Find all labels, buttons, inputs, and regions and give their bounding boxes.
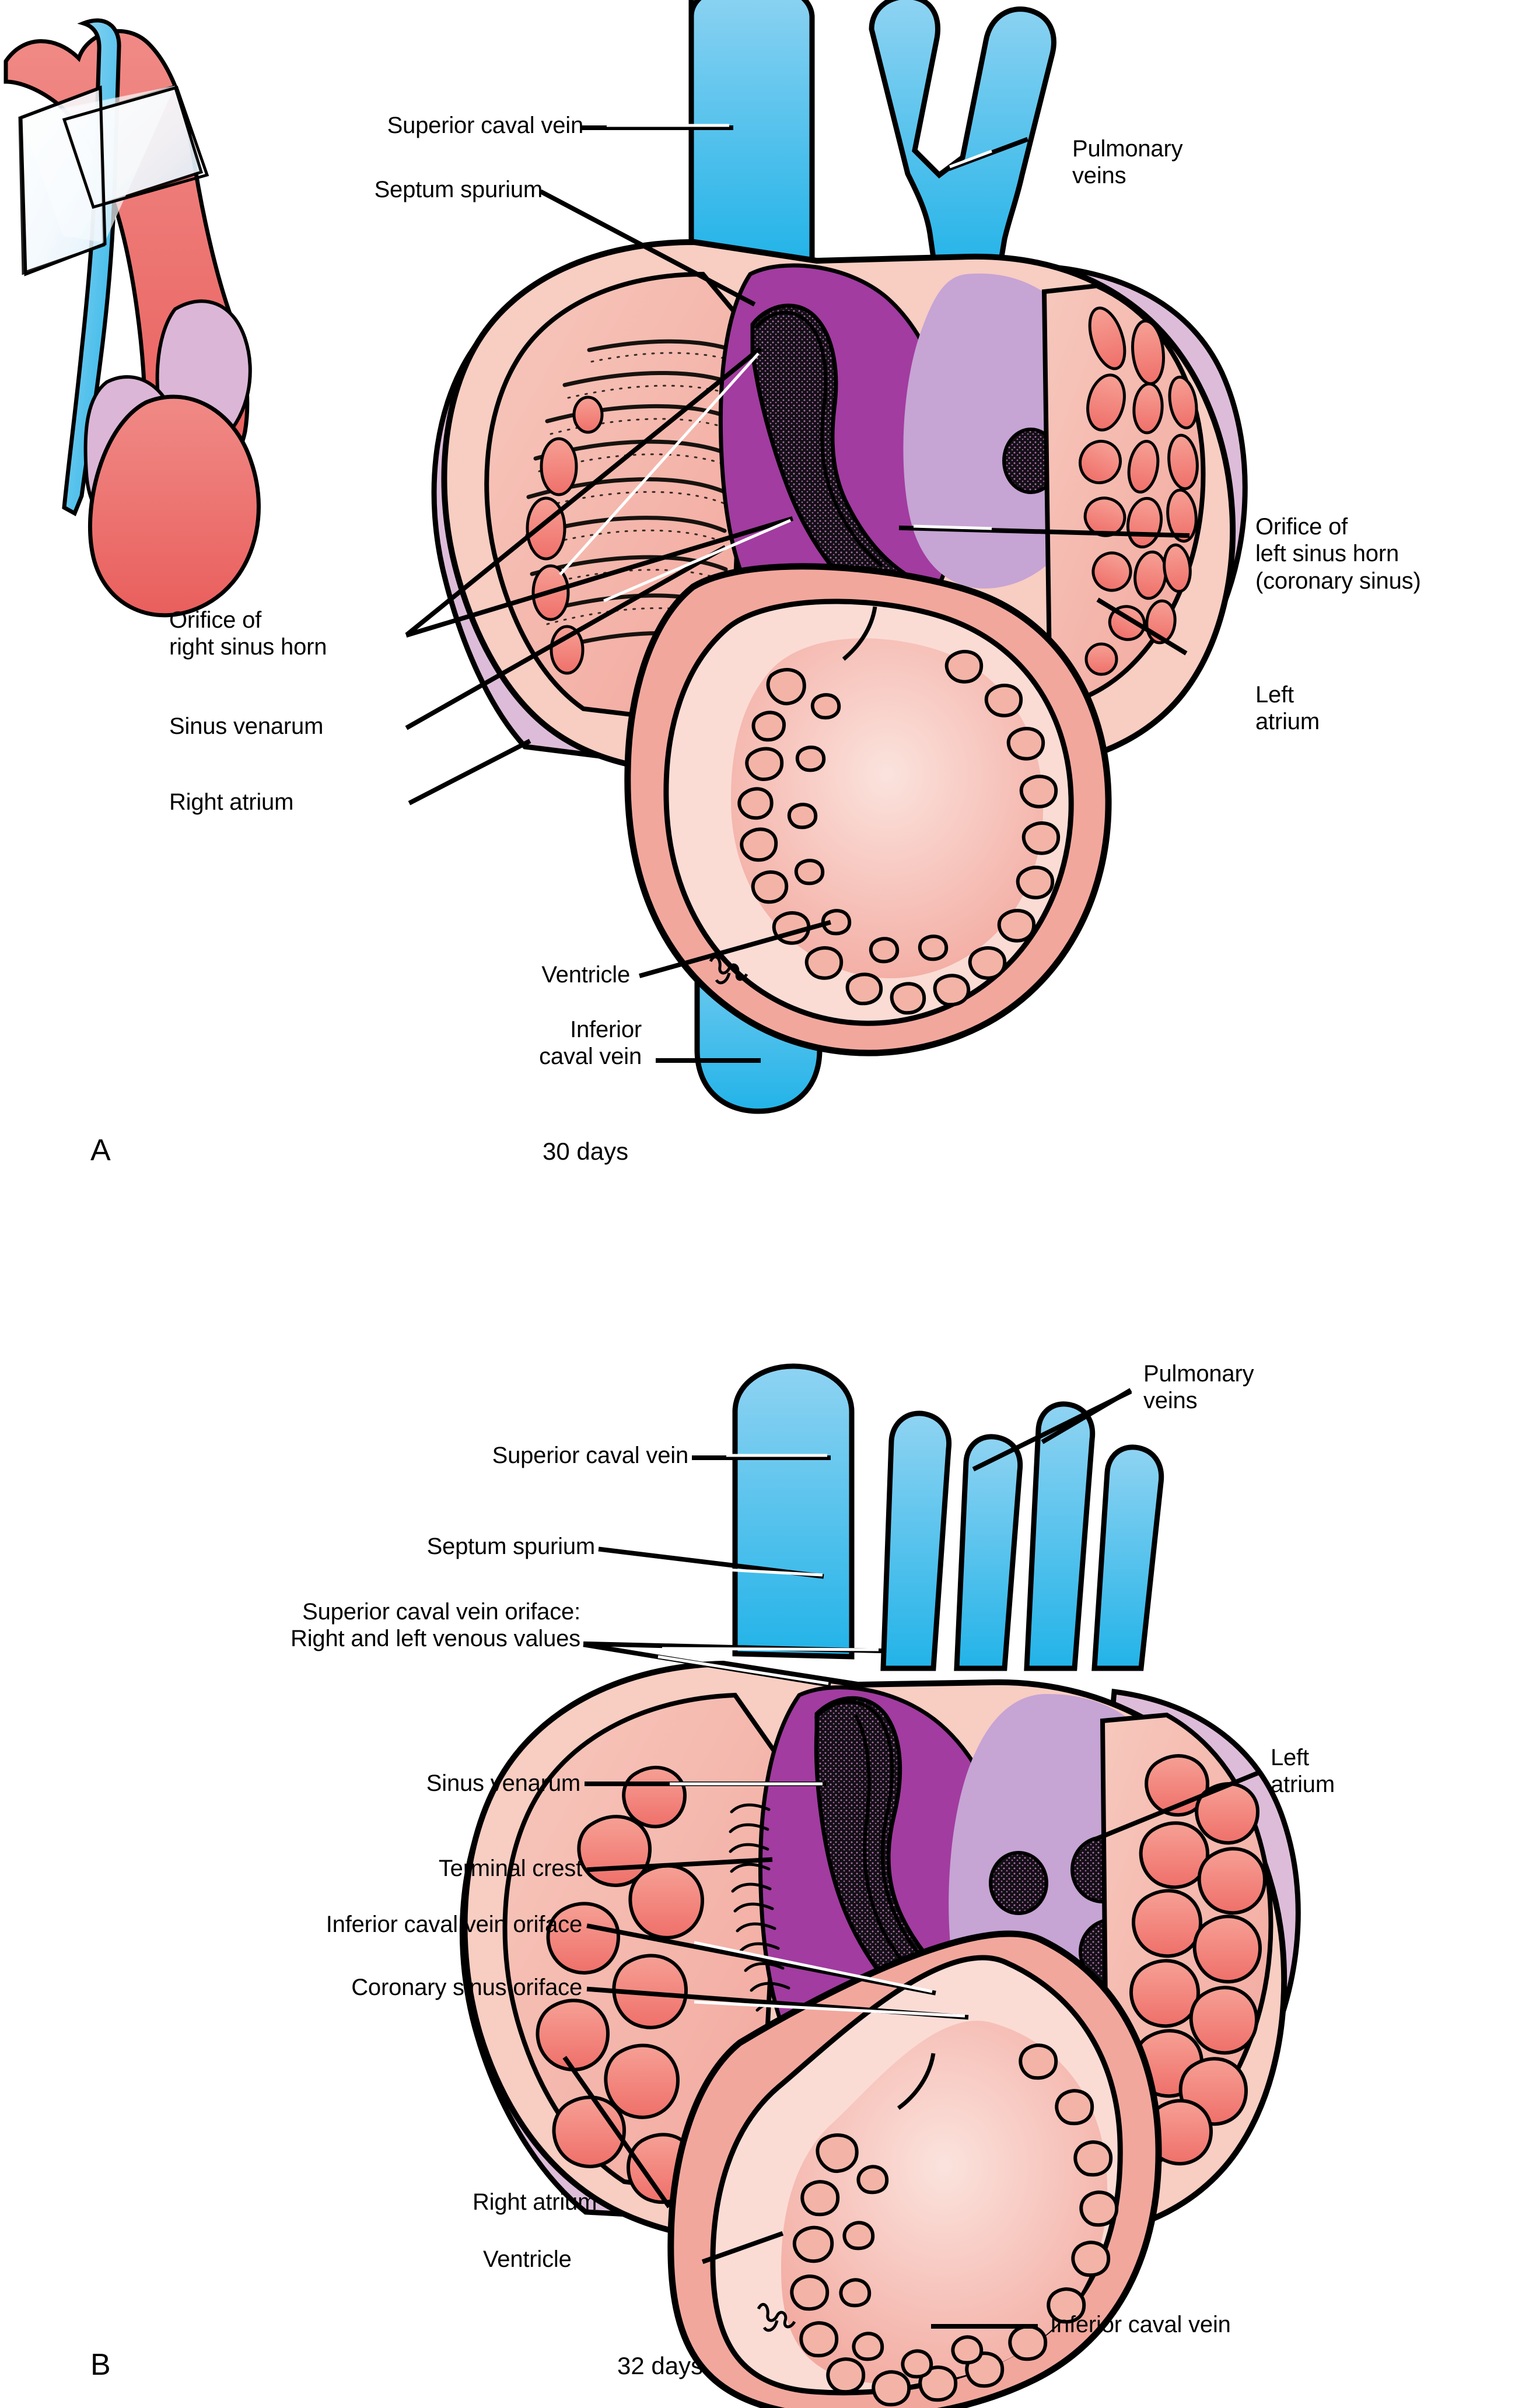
label-right-atrium-b: Right atrium — [473, 2189, 597, 2215]
label-septum-spurium-a: Septum spurium — [374, 177, 543, 202]
superior-caval-vein-shape-b — [732, 1363, 855, 1660]
ventricle-trabeculae-b — [790, 2043, 1119, 2407]
label-left-atrium-a: Left atrium — [1255, 682, 1320, 735]
label-septum-spurium-b: Septum spurium — [426, 1534, 596, 1559]
label-sinus-venarum-b: Sinus venarum — [426, 1770, 580, 1796]
label-orifice-left-sinus-horn-a: Orifice of left sinus horn (coronary sin… — [1255, 514, 1421, 594]
label-orifice-right-sinus-horn-a: Orifice of right sinus horn — [169, 607, 327, 660]
orientation-inset — [4, 18, 261, 618]
label-right-atrium-a: Right atrium — [169, 789, 294, 815]
artist-signature-b — [757, 2302, 796, 2332]
ventricle-trabeculae — [737, 649, 1061, 1015]
label-ventricle-a: Ventricle — [541, 962, 630, 988]
panel-a: Superior caval vein Septum spurium Pulmo… — [0, 0, 1515, 1190]
label-superior-caval-vein-a: Superior caval vein — [387, 113, 584, 138]
label-inferior-caval-vein-b: Inferior caval vein — [1050, 2312, 1231, 2337]
label-scv-orifice-b: Superior caval vein oriface: Right and l… — [291, 1599, 580, 1652]
label-pulmonary-veins-b: Pulmonary veins — [1143, 1361, 1254, 1414]
label-sinus-venarum-a: Sinus venarum — [169, 713, 324, 739]
panel-b: Pulmonary veins Superior caval vein Sept… — [0, 1190, 1515, 2408]
label-superior-caval-vein-b: Superior caval vein — [492, 1443, 689, 1468]
label-ventricle-b: Ventricle — [483, 2246, 572, 2272]
stage-label-b: 32 days — [617, 2352, 704, 2379]
label-pulmonary-veins-a: Pulmonary veins — [1072, 136, 1183, 189]
label-terminal-crest-b: Terminal crest — [438, 1856, 582, 1881]
label-inferior-caval-vein-oriface-b: Inferior caval vein oriface — [326, 1912, 582, 1937]
panel-letter-b: B — [90, 2348, 111, 2382]
pulmonary-veins-shape-b — [880, 1401, 1164, 1671]
label-inferior-caval-vein-a: Inferior caval vein — [539, 1017, 642, 1070]
stage-label-a: 30 days — [543, 1138, 629, 1165]
label-left-atrium-b: Left atrium — [1271, 1745, 1335, 1798]
label-coronary-sinus-oriface-b: Coronary sinus oriface — [351, 1975, 582, 2000]
panel-letter-a: A — [90, 1133, 111, 1167]
pulmonary-veins-shape — [869, 0, 1056, 277]
ventricle-lumen — [730, 638, 1044, 979]
